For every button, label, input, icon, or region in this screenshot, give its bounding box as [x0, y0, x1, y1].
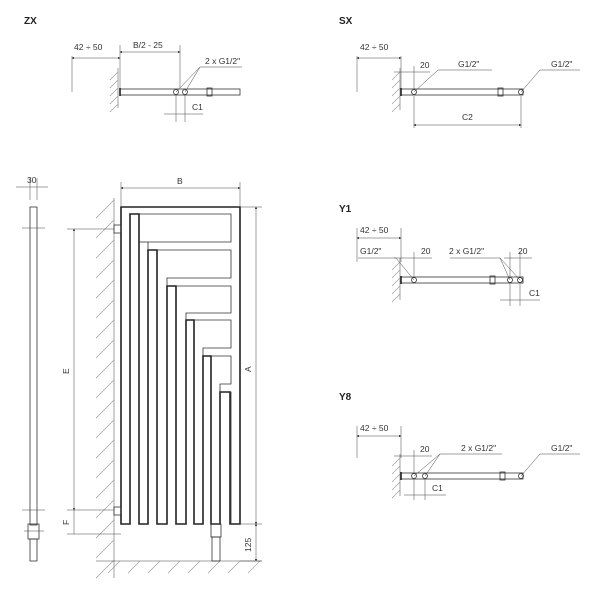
zx-title: ZX: [24, 16, 37, 27]
y8-dim-ports: 2 x G1/2": [461, 443, 496, 453]
y1-dim-20-left: 20: [421, 246, 431, 256]
sx-dim-port-right: G1/2": [551, 59, 572, 69]
sx-port-right: [518, 89, 524, 95]
front-bottom-connection: [113, 506, 122, 516]
front-top-connection: [113, 224, 122, 234]
y8-wall-hatch: [391, 454, 401, 499]
y1-dim-offset: 42 ÷ 50: [360, 225, 389, 235]
y1-dim-c1: C1: [529, 288, 540, 298]
y1-radiator-profile: [400, 276, 524, 284]
side-dim-30: 30: [27, 175, 37, 185]
front-loop-5: [211, 355, 232, 392]
sx-dim-offset: 42 ÷ 50: [360, 42, 389, 52]
y1-wall-hatch: [391, 258, 401, 303]
side-valve: [27, 523, 40, 540]
y8-port-right: [518, 473, 524, 479]
zx-dim-half: B/2 - 25: [133, 40, 163, 50]
sx-top-view: SX 42 ÷ 50 20 G1/2" G1/2" C2: [339, 16, 580, 128]
zx-dim-ports: 2 x G1/2": [205, 56, 240, 66]
y8-top-view: Y8 42 ÷ 50 20 2 x G1/2" G1/2": [339, 392, 580, 500]
y8-dim-port-right: G1/2": [551, 443, 572, 453]
y8-dim-offset: 42 ÷ 50: [360, 423, 389, 433]
y1-dim-20-right: 20: [518, 246, 528, 256]
front-floor-hatch: [96, 560, 262, 574]
front-dim-e: E: [61, 368, 71, 374]
y1-title: Y1: [339, 204, 352, 215]
y8-title: Y8: [339, 392, 352, 403]
front-wall-hatch: [95, 198, 115, 579]
y8-dim-c1: C1: [432, 483, 443, 493]
side-radiator-body: [29, 206, 38, 526]
zx-wall-hatch: [109, 68, 119, 113]
zx-radiator-profile: [119, 88, 241, 96]
y1-top-view: Y1 42 ÷ 50 20 G1/2" 2 x G1/2": [339, 204, 540, 306]
front-dim-b: B: [177, 176, 183, 186]
sx-radiator-profile: [400, 88, 524, 96]
y8-dim-20: 20: [420, 444, 430, 454]
zx-dim-offset: 42 ÷ 50: [74, 42, 103, 52]
front-valve: [210, 523, 222, 538]
zx-mount: [206, 87, 213, 97]
zx-top-view: ZX 42 ÷ 50 B/2 - 25 2 x G1/2" C1: [24, 16, 242, 122]
y8-mount: [499, 471, 506, 481]
front-loop-1: [139, 213, 232, 250]
sx-dim-20: 20: [420, 60, 430, 70]
sx-title: SX: [339, 16, 353, 27]
front-valve-pipe: [211, 536, 221, 562]
sx-dim-c2: C2: [462, 112, 473, 122]
front-view: B A E F 125: [61, 176, 262, 579]
front-dim-f: F: [61, 520, 71, 525]
y1-mount: [489, 275, 496, 285]
y1-dim-port-left: G1/2": [360, 246, 381, 256]
y1-dim-ports: 2 x G1/2": [449, 246, 484, 256]
sx-wall-hatch: [391, 68, 401, 113]
sx-mount: [497, 87, 504, 97]
front-loop-4: [194, 319, 232, 356]
zx-dim-c1: C1: [192, 102, 203, 112]
front-dim-a: A: [243, 366, 253, 372]
front-loop-3: [176, 285, 232, 320]
front-loop-2: [157, 249, 232, 286]
front-dim-125: 125: [243, 538, 253, 552]
side-pipe: [29, 538, 38, 562]
front-radiator-outline: [120, 206, 241, 525]
side-view: 30: [16, 175, 48, 562]
sx-dim-port-left: G1/2": [458, 59, 479, 69]
